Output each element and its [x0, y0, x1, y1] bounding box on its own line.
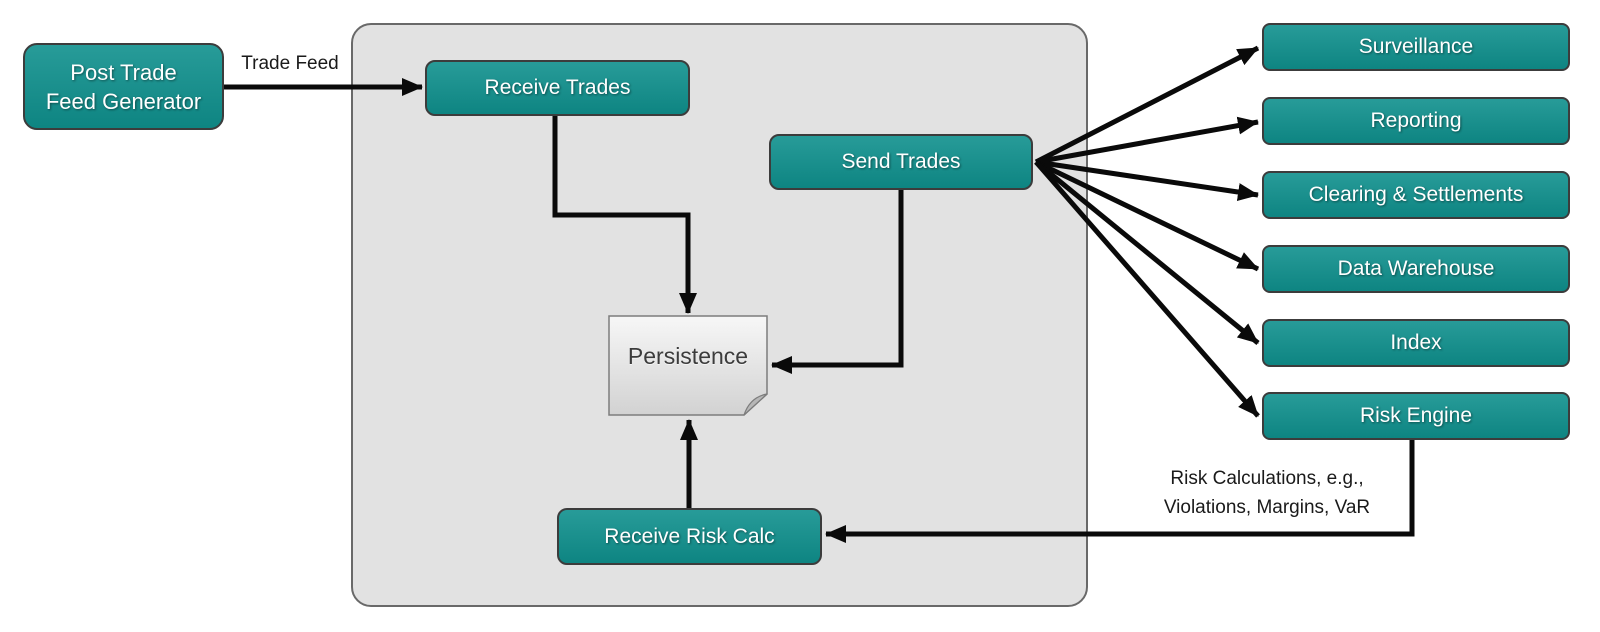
node-clearing-settlements: Clearing & Settlements [1262, 171, 1570, 219]
node-receive-trades: Receive Trades [425, 60, 690, 116]
node-data-warehouse: Data Warehouse [1262, 245, 1570, 293]
edge-label-risk-calculations: Risk Calculations, e.g., Violations, Mar… [1125, 464, 1409, 522]
node-post-trade-feed-generator: Post Trade Feed Generator [23, 43, 224, 130]
document-fold-corner [743, 393, 768, 416]
risk-label-line1: Risk Calculations, e.g., [1170, 468, 1364, 489]
node-label-line1: Post Trade [70, 59, 177, 85]
node-receive-risk-calc: Receive Risk Calc [557, 508, 822, 565]
node-label: Persistence [627, 343, 749, 369]
node-persistence-document: Persistence [608, 315, 768, 417]
risk-label-line2: Violations, Margins, VaR [1163, 497, 1371, 518]
node-send-trades: Send Trades [769, 134, 1033, 190]
node-reporting: Reporting [1262, 97, 1570, 145]
node-label-line2: Feed Generator [45, 88, 202, 114]
edge-label-trade-feed: Trade Feed [241, 53, 339, 74]
document-shape-svg [608, 315, 768, 416]
node-risk-engine: Risk Engine [1262, 392, 1570, 440]
node-index: Index [1262, 319, 1570, 367]
node-surveillance: Surveillance [1262, 23, 1570, 71]
